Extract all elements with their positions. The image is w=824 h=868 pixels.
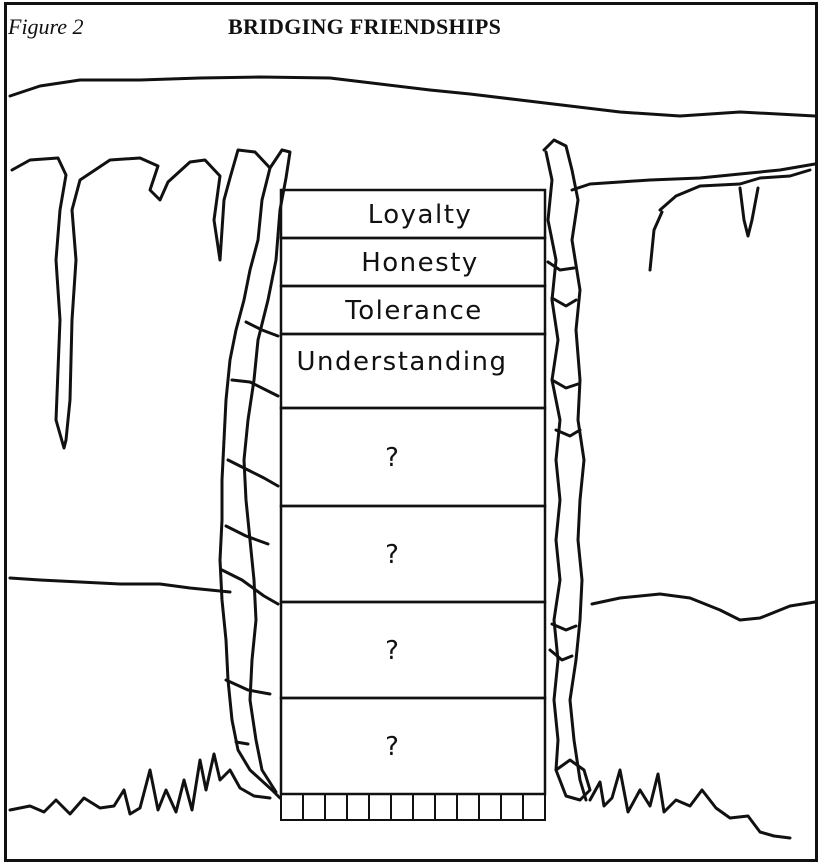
foundation-square bbox=[390, 793, 414, 821]
block-label: Loyalty bbox=[368, 200, 473, 230]
right-ground-line bbox=[590, 592, 817, 622]
block-label: Understanding bbox=[296, 347, 507, 377]
left-ground-line bbox=[8, 576, 232, 594]
block-unknown-3 bbox=[279, 600, 547, 700]
left-grass bbox=[8, 752, 272, 816]
unknown-block-label: ? bbox=[385, 732, 399, 762]
foundation-square bbox=[412, 793, 436, 821]
unknown-block-label: ? bbox=[385, 636, 399, 666]
foundation-row bbox=[280, 793, 546, 821]
foundation-square bbox=[522, 793, 546, 821]
horizon-line bbox=[8, 75, 817, 118]
figure-label: Figure 2 bbox=[8, 14, 84, 39]
right-grass bbox=[588, 768, 792, 840]
block-tower bbox=[279, 188, 547, 796]
block-unknown-2 bbox=[279, 504, 547, 604]
block-unknown-4 bbox=[279, 696, 547, 796]
foundation-square bbox=[280, 793, 304, 821]
right-cliff-outline bbox=[570, 162, 817, 272]
figure-title: BRIDGING FRIENDSHIPS bbox=[228, 14, 502, 39]
foundation-square bbox=[346, 793, 370, 821]
right-wall-stone-1 bbox=[546, 260, 592, 802]
unknown-block-label: ? bbox=[385, 443, 399, 473]
foundation-square bbox=[456, 793, 480, 821]
right-wall-inner bbox=[544, 150, 562, 772]
foundation-square bbox=[478, 793, 502, 821]
foundation-square bbox=[368, 793, 392, 821]
right-wall-outer bbox=[542, 138, 588, 802]
unknown-block-label: ? bbox=[385, 540, 399, 570]
foundation-square bbox=[302, 793, 326, 821]
foundation-square bbox=[434, 793, 458, 821]
figure-frame bbox=[4, 2, 818, 862]
left-wall-stone-1 bbox=[220, 320, 280, 746]
block-label: Honesty bbox=[361, 248, 479, 278]
block-unknown-1 bbox=[279, 406, 547, 508]
foundation-square bbox=[324, 793, 348, 821]
block-label: Tolerance bbox=[344, 296, 482, 326]
left-wall-outer bbox=[218, 148, 284, 800]
left-cliff-outline bbox=[10, 148, 272, 450]
foundation-square bbox=[500, 793, 524, 821]
